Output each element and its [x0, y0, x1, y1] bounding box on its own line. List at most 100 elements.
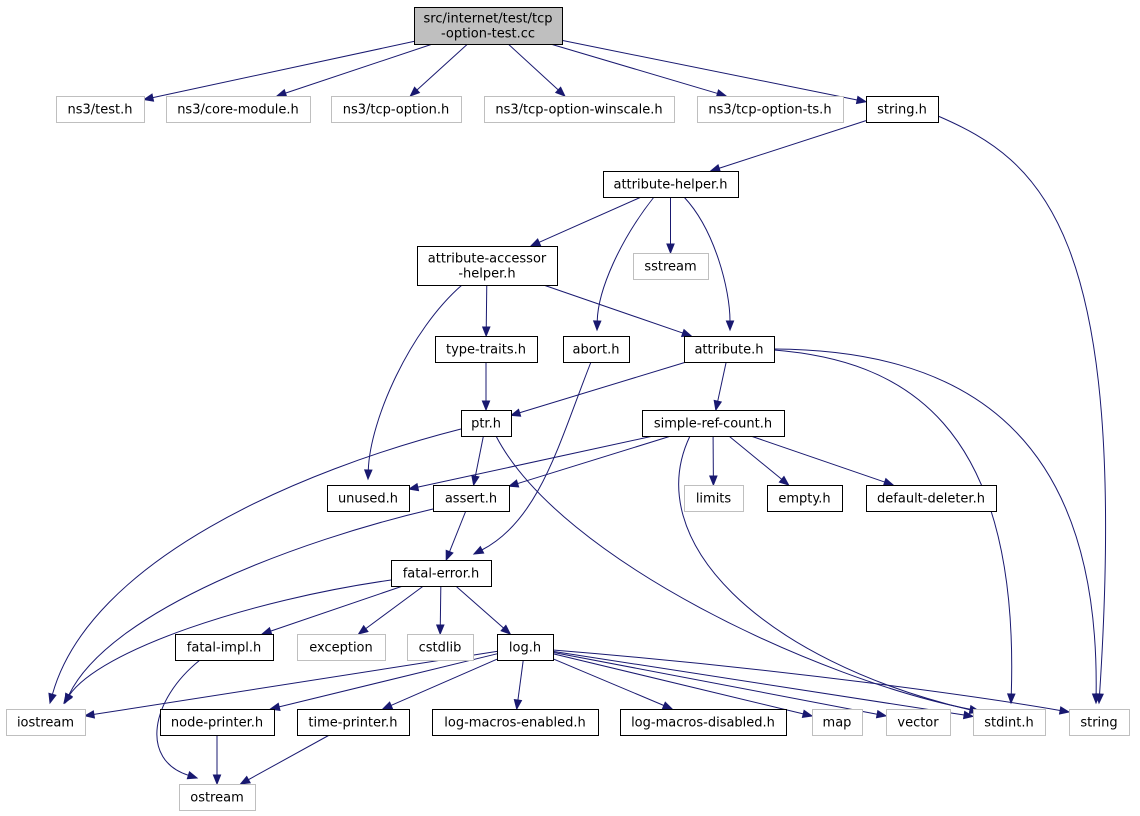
edge-time-printer-h-to-ostream — [239, 734, 330, 785]
node-log-h-label-1: log.h — [509, 641, 541, 656]
node-log-macros-enabled-h[interactable]: log-macros-enabled.h — [432, 709, 599, 736]
edge-fatal-impl-h-to-ostream — [156, 659, 201, 780]
edge-log-h-to-stdint-h — [552, 650, 975, 720]
edge-attribute-h-to-ptr-h — [509, 361, 687, 417]
node-sstream-label-1: sstream — [644, 260, 696, 275]
edge-attribute-helper-h-to-attribute-accessor-helper-h — [529, 196, 642, 247]
node-stdint-h: stdint.h — [973, 709, 1046, 736]
node-cstdlib: cstdlib — [407, 634, 474, 661]
edge-log-h-to-string — [552, 649, 1071, 715]
edge-string-h-to-string — [937, 115, 1107, 705]
node-exception: exception — [297, 634, 386, 661]
node-tcp-option-h-label-1: ns3/tcp-option.h — [343, 103, 450, 118]
node-map: map — [812, 709, 863, 736]
edge-simple-ref-count-h-to-assert-h — [507, 435, 672, 488]
node-cstdlib-label-1: cstdlib — [419, 641, 462, 656]
edge-attribute-accessor-helper-h-to-type-traits-h — [481, 284, 491, 338]
node-assert-h-label-1: assert.h — [445, 492, 497, 507]
node-vector: vector — [886, 709, 951, 736]
edge-simple-ref-count-h-to-empty-h — [728, 435, 790, 486]
node-empty-h[interactable]: empty.h — [767, 485, 843, 512]
node-root: src/internet/test/tcp-option-test.cc — [414, 7, 563, 45]
edge-fatal-error-h-to-iostream — [63, 579, 392, 705]
edge-root-to-string-h — [561, 39, 868, 105]
node-exception-label-1: exception — [309, 641, 373, 656]
node-default-deleter-h[interactable]: default-deleter.h — [866, 485, 997, 512]
edge-root-to-core-module-h — [275, 43, 433, 98]
node-abort-h-label-1: abort.h — [573, 343, 620, 358]
node-time-printer-h-label-1: time-printer.h — [308, 716, 397, 731]
edge-fatal-error-h-to-fatal-impl-h — [260, 585, 404, 636]
node-root-label-1: src/internet/test/tcp — [424, 12, 553, 27]
node-sstream: sstream — [633, 253, 709, 280]
node-map-label-1: map — [823, 716, 852, 731]
node-log-macros-disabled-h-label-1: log-macros-disabled.h — [631, 716, 775, 731]
node-core-module-h-label-1: ns3/core-module.h — [177, 103, 299, 118]
edge-simple-ref-count-h-to-limits — [709, 435, 718, 487]
node-limits-label-1: limits — [696, 492, 732, 507]
node-default-deleter-h-label-1: default-deleter.h — [877, 492, 985, 507]
node-tcp-option-h: ns3/tcp-option.h — [331, 96, 462, 123]
node-abort-h[interactable]: abort.h — [563, 336, 630, 363]
edge-log-h-to-node-printer-h — [269, 653, 498, 711]
node-fatal-impl-h[interactable]: fatal-impl.h — [175, 634, 274, 661]
node-ptr-h[interactable]: ptr.h — [461, 410, 512, 437]
node-time-printer-h[interactable]: time-printer.h — [297, 709, 410, 736]
node-attribute-helper-h-label-1: attribute-helper.h — [613, 178, 727, 193]
node-core-module-h: ns3/core-module.h — [166, 96, 311, 123]
node-attribute-h-label-1: attribute.h — [694, 343, 763, 358]
node-fatal-error-h[interactable]: fatal-error.h — [391, 560, 492, 587]
node-attribute-helper-h[interactable]: attribute-helper.h — [603, 171, 739, 198]
edge-type-traits-h-to-ptr-h — [481, 362, 491, 412]
node-attribute-accessor-helper-h[interactable]: attribute-accessor-helper.h — [417, 246, 558, 286]
node-ostream: ostream — [179, 784, 256, 811]
edge-ptr-h-to-iostream — [48, 428, 462, 705]
edge-fatal-error-h-to-log-h — [455, 585, 512, 635]
edge-attribute-accessor-helper-h-to-attribute-h — [543, 284, 693, 338]
edge-log-h-to-time-printer-h — [381, 658, 498, 710]
edge-root-to-tcp-option-winscale-h — [507, 43, 566, 97]
node-node-printer-h-label-1: node-printer.h — [171, 716, 263, 731]
edge-attribute-h-to-string — [773, 348, 1101, 705]
node-ostream-label-1: ostream — [190, 791, 244, 806]
edge-simple-ref-count-h-to-default-deleter-h — [750, 435, 895, 487]
node-assert-h[interactable]: assert.h — [433, 485, 510, 512]
node-unused-h[interactable]: unused.h — [327, 485, 410, 512]
node-type-traits-h[interactable]: type-traits.h — [435, 336, 538, 363]
node-log-h[interactable]: log.h — [497, 634, 554, 661]
edge-simple-ref-count-h-to-stdint-h — [678, 435, 981, 715]
node-attribute-h[interactable]: attribute.h — [684, 336, 775, 363]
edge-attribute-accessor-helper-h-to-unused-h — [363, 284, 463, 481]
node-string-h-label-1: string.h — [877, 103, 927, 118]
edge-ptr-h-to-stdint-h — [495, 435, 981, 714]
edge-assert-h-to-iostream — [64, 508, 434, 705]
node-tcp-option-ts-h: ns3/tcp-option-ts.h — [697, 96, 844, 123]
edge-attribute-helper-h-to-sstream — [666, 197, 675, 255]
edge-log-h-to-log-macros-enabled-h — [513, 659, 524, 711]
node-limits: limits — [684, 485, 744, 512]
node-string: string — [1069, 709, 1130, 736]
node-empty-h-label-1: empty.h — [778, 492, 830, 507]
node-string-h[interactable]: string.h — [866, 96, 939, 123]
node-node-printer-h[interactable]: node-printer.h — [160, 709, 275, 736]
node-test-h-label-1: ns3/test.h — [68, 103, 133, 118]
edge-root-to-test-h — [142, 40, 415, 102]
graph-edges — [48, 39, 1107, 786]
node-simple-ref-count-h-label-1: simple-ref-count.h — [654, 417, 772, 432]
node-string-label-1: string — [1080, 716, 1117, 731]
node-iostream-label-1: iostream — [17, 716, 74, 731]
edge-attribute-h-to-stdint-h — [773, 349, 1016, 705]
node-tcp-option-winscale-h: ns3/tcp-option-winscale.h — [484, 96, 675, 123]
node-log-macros-disabled-h[interactable]: log-macros-disabled.h — [620, 709, 787, 736]
edge-abort-h-to-fatal-error-h — [472, 361, 592, 555]
node-test-h: ns3/test.h — [56, 96, 145, 123]
node-simple-ref-count-h[interactable]: simple-ref-count.h — [642, 410, 785, 437]
edge-node-printer-h-to-ostream — [212, 735, 222, 786]
edge-root-to-tcp-option-ts-h — [550, 43, 728, 98]
edge-log-h-to-map — [552, 653, 814, 718]
edge-log-h-to-iostream — [83, 650, 498, 719]
node-stdint-h-label-1: stdint.h — [984, 716, 1033, 731]
edge-simple-ref-count-h-to-unused-h — [407, 435, 654, 492]
node-fatal-error-h-label-1: fatal-error.h — [403, 567, 480, 582]
edge-attribute-h-to-simple-ref-count-h — [713, 361, 727, 412]
